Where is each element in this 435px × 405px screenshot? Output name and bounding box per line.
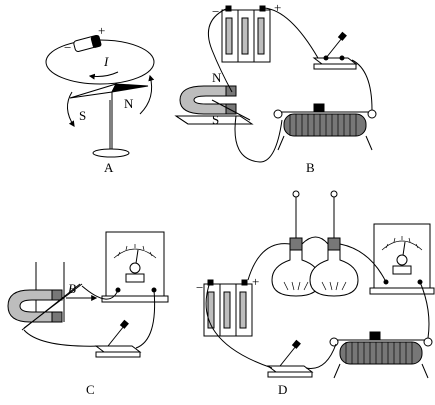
galvanometer-icon (101, 231, 169, 303)
magnet-south-label: S (212, 112, 219, 127)
wire (234, 115, 283, 163)
wire (247, 243, 291, 281)
rheostat-icon (273, 103, 377, 151)
battery-plus-sign: + (98, 23, 105, 38)
battery-cell-icon (73, 34, 102, 52)
magnet-north-label: N (212, 70, 222, 85)
panel-d-label: D (278, 382, 287, 397)
knife-switch-icon (266, 339, 314, 378)
battery-plus-sign: + (252, 274, 259, 289)
wire (351, 59, 373, 111)
horseshoe-magnet-icon (7, 289, 63, 323)
wire (339, 243, 387, 283)
panel-c: B C (7, 231, 169, 397)
flask-left-icon (271, 190, 321, 297)
battery-pack-icon (203, 279, 253, 337)
battery-plus-sign: + (274, 0, 281, 15)
battery-pack-icon (221, 5, 271, 63)
panel-a-label: A (104, 160, 114, 175)
galvanometer-icon (369, 223, 435, 295)
battery-minus-sign: − (196, 280, 203, 295)
needle-south-label: S (79, 108, 86, 123)
flask-right-icon (309, 190, 359, 297)
panel-d: − + D (196, 190, 435, 397)
horseshoe-magnet-icon (179, 85, 237, 115)
compass-needle-icon (69, 83, 149, 99)
rotation-arrow-left (67, 91, 75, 127)
panel-c-label: C (86, 382, 95, 397)
battery-minus-sign: − (64, 40, 71, 55)
current-label: I (103, 54, 109, 69)
wire (419, 281, 430, 339)
battery-minus-sign: − (212, 4, 219, 19)
wire (23, 329, 103, 347)
panel-b-label: B (306, 160, 315, 175)
panel-b: − + N S (174, 0, 377, 175)
knife-switch-icon (312, 31, 358, 70)
compass-base (92, 148, 130, 158)
knife-switch-icon (94, 319, 142, 358)
rotation-arrow-right (139, 74, 155, 115)
wire (81, 285, 119, 300)
needle-north-label: N (124, 96, 134, 111)
wire (208, 7, 233, 93)
wire (305, 343, 337, 369)
current-direction-arrow (88, 71, 119, 80)
panel-a: I + − S N A (45, 23, 155, 175)
wire (135, 289, 156, 349)
wire (263, 7, 319, 59)
wire (301, 236, 329, 245)
wire (205, 281, 273, 369)
rheostat-icon (329, 331, 433, 379)
field-label: B (68, 281, 76, 296)
